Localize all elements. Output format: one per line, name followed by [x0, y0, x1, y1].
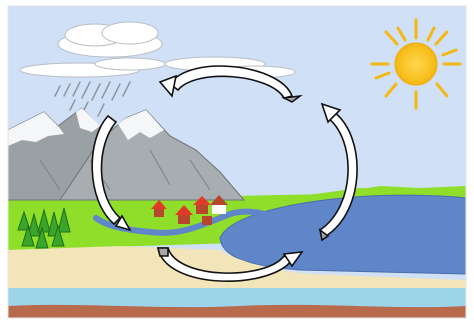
- underground-water: [8, 288, 466, 308]
- sun-icon: [372, 20, 460, 108]
